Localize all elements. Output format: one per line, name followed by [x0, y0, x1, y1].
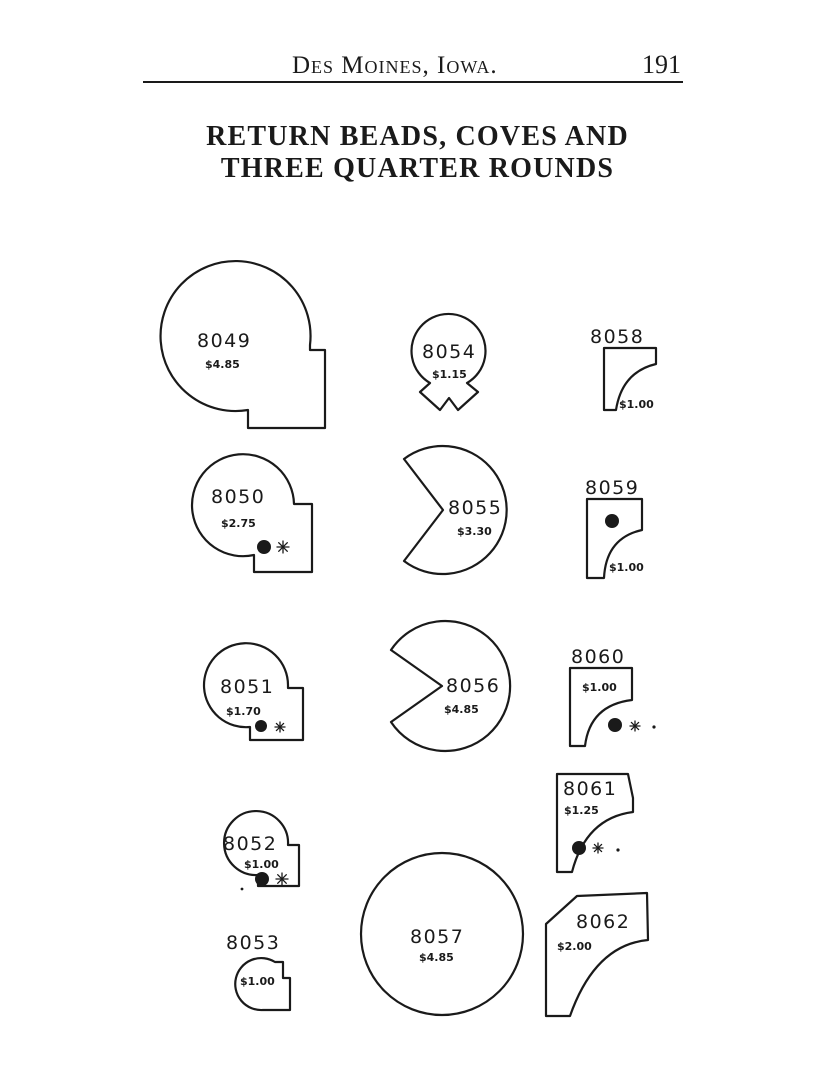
profile-8061-outline — [555, 772, 635, 874]
price-8050: $2.75 — [221, 517, 256, 530]
catalog-number-8054: 8054 — [422, 341, 476, 363]
profile-8057-outline — [359, 851, 525, 1017]
catalog-number-8059: 8059 — [585, 477, 639, 499]
mark-asterisk-8060 — [629, 720, 641, 732]
mark-dot-8059 — [605, 514, 619, 528]
profile-8059-outline — [585, 497, 644, 580]
price-8060: $1.00 — [582, 681, 617, 694]
page-title-line-1: RETURN BEADS, COVES AND — [206, 121, 629, 152]
price-8061: $1.25 — [564, 804, 599, 817]
price-8062: $2.00 — [557, 940, 592, 953]
mark-speck-8060 — [652, 725, 656, 729]
catalog-number-8056: 8056 — [446, 675, 500, 697]
catalog-number-8060: 8060 — [571, 646, 625, 668]
profile-8053-outline — [234, 957, 292, 1012]
catalog-number-8062: 8062 — [576, 911, 630, 933]
profile-8050-outline — [190, 453, 314, 574]
mark-dot-8060 — [608, 718, 622, 732]
catalog-number-8050: 8050 — [211, 486, 265, 508]
running-header-place: Des Moines, Iowa. — [292, 52, 498, 79]
profile-8056-outline — [389, 619, 512, 753]
price-8057: $4.85 — [419, 951, 454, 964]
profile-8058-outline — [602, 346, 658, 412]
price-8059: $1.00 — [609, 561, 644, 574]
profile-8055-outline — [402, 444, 508, 576]
price-8053: $1.00 — [240, 975, 275, 988]
price-8049: $4.85 — [205, 358, 240, 371]
catalog-number-8061: 8061 — [563, 778, 617, 800]
profile-8051-outline — [202, 642, 305, 742]
catalog-number-8051: 8051 — [220, 676, 274, 698]
header-rule — [143, 81, 683, 83]
mark-asterisk-8050 — [276, 540, 290, 554]
mark-asterisk-8061 — [592, 842, 604, 854]
catalog-number-8053: 8053 — [226, 932, 280, 954]
price-8056: $4.85 — [444, 703, 479, 716]
mark-dot-8061 — [572, 841, 586, 855]
mark-speck-8061 — [616, 848, 620, 852]
price-8052: $1.00 — [244, 858, 279, 871]
mark-dot-8051 — [255, 720, 267, 732]
catalog-number-8057: 8057 — [410, 926, 464, 948]
profile-8049-outline — [159, 260, 327, 430]
price-8051: $1.70 — [226, 705, 261, 718]
catalog-number-8055: 8055 — [448, 497, 502, 519]
catalog-number-8052: 8052 — [223, 833, 277, 855]
mark-speck-8052 — [240, 887, 244, 891]
page-title-line-2: THREE QUARTER ROUNDS — [220, 153, 615, 184]
mark-dot-8052 — [255, 872, 269, 886]
catalog-number-8058: 8058 — [590, 326, 644, 348]
mark-asterisk-8051 — [274, 721, 286, 733]
mark-dot-8050 — [257, 540, 271, 554]
profile-8062-outline — [544, 891, 650, 1018]
mark-asterisk-8052 — [275, 872, 289, 886]
profile-8052-outline — [222, 809, 301, 888]
catalog-number-8049: 8049 — [197, 330, 251, 352]
page-number: 191 — [642, 50, 681, 79]
profile-8054-outline — [410, 312, 487, 412]
price-8055: $3.30 — [457, 525, 492, 538]
profile-8060-outline — [568, 666, 634, 748]
price-8054: $1.15 — [432, 368, 467, 381]
price-8058: $1.00 — [619, 398, 654, 411]
